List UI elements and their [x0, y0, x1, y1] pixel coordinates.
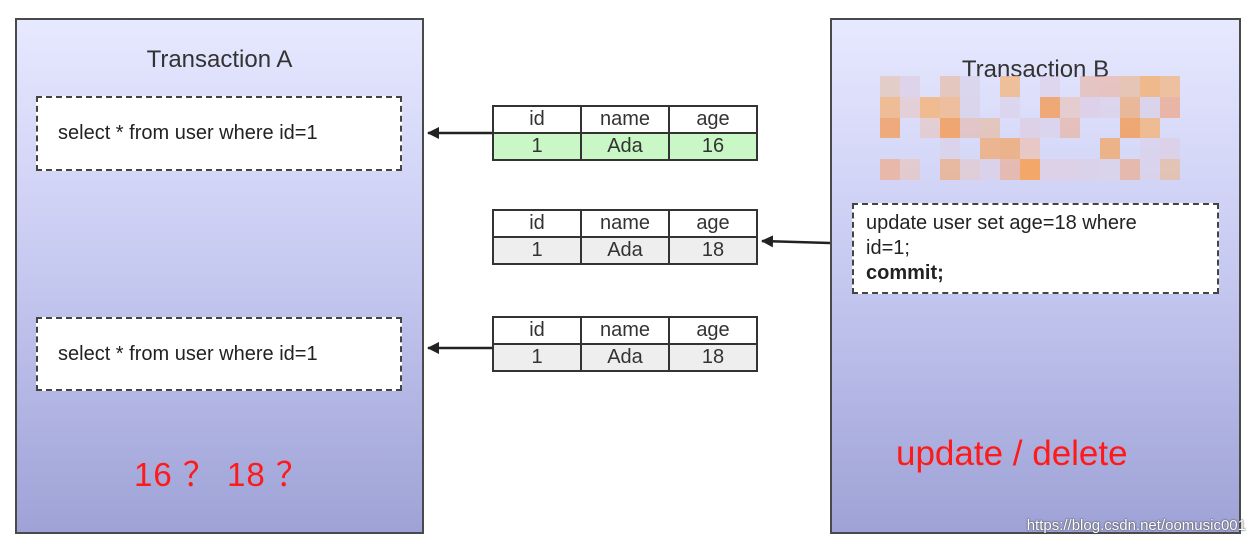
mosaic-cell: [1060, 159, 1080, 180]
result-question: 16 ？ 18 ？: [134, 456, 310, 493]
cell-id: 1: [492, 236, 582, 265]
mosaic-cell: [1100, 76, 1120, 97]
mosaic-cell: [880, 96, 900, 118]
mosaic-cell: [1160, 96, 1180, 118]
mosaic-cell: [1080, 76, 1100, 97]
mosaic-cell: [1100, 96, 1120, 118]
header-age: age: [668, 316, 758, 345]
transaction-a-title: Transaction A: [146, 46, 293, 73]
mosaic-cell: [1140, 76, 1160, 97]
watermark: https://blog.csdn.net/oomusic001: [1026, 517, 1246, 534]
mosaic-cell: [960, 96, 980, 118]
cell-id: 1: [492, 343, 582, 372]
arrow-update-to-record2: [761, 235, 831, 248]
mosaic-cell: [1100, 159, 1120, 180]
mosaic-cell: [920, 96, 940, 118]
mosaic-cell: [1060, 96, 1080, 118]
mosaic-cell: [1120, 96, 1140, 118]
mosaic-cell: [940, 117, 960, 139]
mosaic-cell: [1100, 138, 1120, 160]
mosaic-cell: [1060, 117, 1080, 139]
mosaic-cell: [1140, 96, 1160, 118]
transaction-a-query-2: select * from user where id=1: [36, 317, 402, 391]
mosaic-cell: [960, 159, 980, 180]
mosaic-cell: [980, 138, 1000, 160]
mosaic-cell: [940, 159, 960, 180]
statement-line-2: id=1;: [866, 237, 910, 259]
cell-name: Ada: [580, 343, 670, 372]
header-id: id: [492, 316, 582, 345]
header-age: age: [668, 209, 758, 238]
mosaic-cell: [980, 117, 1000, 139]
header-name: name: [580, 316, 670, 345]
mosaic-cell: [1160, 76, 1180, 97]
record-table-1: id name age 1 Ada 16: [492, 105, 758, 161]
mosaic-cell: [1000, 76, 1020, 97]
statement-commit: commit;: [866, 262, 944, 284]
mosaic-cell: [1040, 159, 1060, 180]
header-id: id: [492, 209, 582, 238]
mosaic-cell: [1140, 138, 1160, 160]
pixelated-redaction: [880, 76, 1180, 180]
transaction-a-query-1: select * from user where id=1: [36, 96, 402, 171]
record-table-3: id name age 1 Ada 18: [492, 316, 758, 372]
mosaic-cell: [880, 117, 900, 139]
mosaic-cell: [1160, 159, 1180, 180]
mosaic-cell: [1020, 117, 1040, 139]
cell-age: 16: [668, 132, 758, 161]
mosaic-cell: [1000, 159, 1020, 180]
mosaic-cell: [940, 76, 960, 97]
mosaic-cell: [940, 138, 960, 160]
mosaic-cell: [940, 96, 960, 118]
mosaic-cell: [1140, 117, 1160, 139]
mosaic-cell: [960, 76, 980, 97]
header-name: name: [580, 105, 670, 134]
mosaic-cell: [1000, 96, 1020, 118]
cell-age: 18: [668, 343, 758, 372]
cell-name: Ada: [580, 236, 670, 265]
transaction-b-statement: update user set age=18 where id=1; commi…: [852, 203, 1219, 294]
mosaic-cell: [960, 117, 980, 139]
mosaic-cell: [1040, 117, 1060, 139]
mosaic-cell: [1020, 159, 1040, 180]
record-table-2: id name age 1 Ada 18: [492, 209, 758, 265]
mosaic-cell: [1080, 159, 1100, 180]
mosaic-cell: [1040, 96, 1060, 118]
cell-name: Ada: [580, 132, 670, 161]
mosaic-cell: [1140, 159, 1160, 180]
header-age: age: [668, 105, 758, 134]
statement-line-1: update user set age=18 where: [866, 212, 1137, 234]
header-name: name: [580, 209, 670, 238]
mosaic-cell: [1120, 76, 1140, 97]
mosaic-cell: [900, 96, 920, 118]
cell-id: 1: [492, 132, 582, 161]
mosaic-cell: [980, 159, 1000, 180]
mosaic-cell: [1040, 76, 1060, 97]
mosaic-cell: [1120, 159, 1140, 180]
mosaic-cell: [1120, 117, 1140, 139]
mosaic-cell: [880, 76, 900, 97]
mosaic-cell: [1020, 138, 1040, 160]
cell-age: 18: [668, 236, 758, 265]
mosaic-cell: [900, 76, 920, 97]
mosaic-cell: [920, 117, 940, 139]
mosaic-cell: [880, 159, 900, 180]
mosaic-cell: [900, 159, 920, 180]
mosaic-cell: [1000, 138, 1020, 160]
operation-note: update / delete: [896, 434, 1128, 473]
mosaic-cell: [1160, 138, 1180, 160]
header-id: id: [492, 105, 582, 134]
mosaic-cell: [1080, 96, 1100, 118]
